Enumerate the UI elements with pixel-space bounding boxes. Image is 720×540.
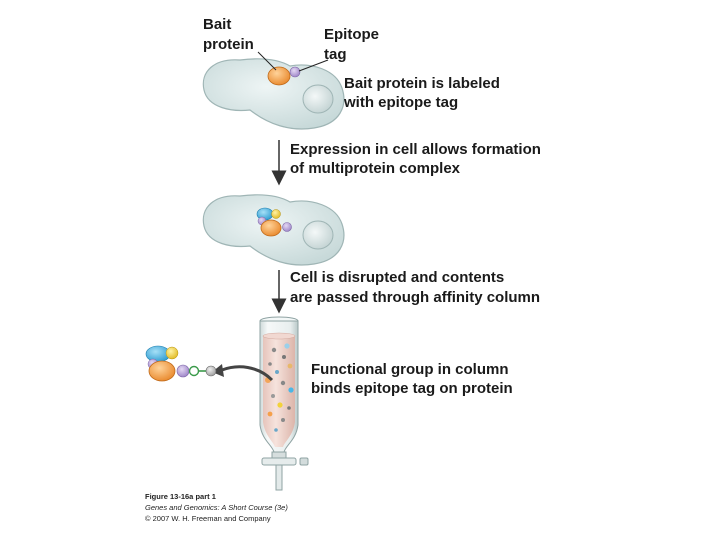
epitope-tag bbox=[176, 364, 190, 378]
step3-label: Cell is disrupted and contents are passe… bbox=[290, 269, 540, 306]
step2-label: Expression in cell allows formation of m… bbox=[290, 141, 545, 177]
particle bbox=[288, 387, 294, 393]
tag-leader-line bbox=[298, 59, 329, 72]
particle bbox=[280, 380, 286, 386]
column-outlet bbox=[275, 464, 283, 491]
step1-label: Bait protein is labeled with epitope tag bbox=[343, 75, 504, 111]
cell-membrane bbox=[202, 58, 345, 130]
cell-1 bbox=[202, 58, 345, 130]
partner-protein-yellow bbox=[271, 209, 281, 219]
bait-protein-label: Bait protein bbox=[203, 16, 254, 53]
affinity-column bbox=[259, 316, 309, 491]
bound-complex bbox=[145, 345, 217, 382]
liquid-surface bbox=[262, 332, 296, 340]
cell-2 bbox=[202, 194, 345, 266]
partner-protein-yellow bbox=[165, 346, 179, 360]
bait-protein bbox=[148, 360, 176, 382]
epitope-tag-label: Epitope tag bbox=[324, 26, 383, 63]
copyright: © 2007 W. H. Freeman and Company bbox=[145, 514, 271, 523]
particle bbox=[284, 343, 290, 349]
particle bbox=[287, 363, 293, 369]
particle bbox=[268, 362, 272, 366]
particle bbox=[271, 347, 277, 353]
nucleus bbox=[302, 220, 334, 250]
book-title: Genes and Genomics: A Short Course (3e) bbox=[145, 503, 288, 512]
epitope-tag bbox=[282, 222, 292, 232]
particle bbox=[267, 411, 273, 417]
particle bbox=[281, 418, 285, 422]
epitope-tag bbox=[289, 66, 301, 78]
step4-label: Functional group in column binds epitope… bbox=[311, 361, 513, 397]
functional-group bbox=[188, 365, 200, 377]
particle bbox=[275, 370, 279, 374]
bait-protein bbox=[267, 66, 291, 86]
nucleus bbox=[302, 84, 334, 114]
curved-arrow-head bbox=[212, 364, 224, 377]
stopcock-handle bbox=[261, 457, 297, 466]
particle bbox=[282, 355, 286, 359]
column-bead bbox=[205, 365, 217, 377]
bait-leader-line bbox=[257, 51, 277, 71]
figure-number: Figure 13-16a part 1 bbox=[145, 492, 216, 501]
column-particles bbox=[265, 343, 294, 432]
bait-protein bbox=[260, 219, 282, 237]
particle bbox=[271, 394, 275, 398]
particle bbox=[277, 402, 283, 408]
particle bbox=[287, 406, 291, 410]
stopcock-knob bbox=[299, 457, 309, 466]
particle bbox=[274, 428, 278, 432]
curved-arrow bbox=[221, 365, 274, 382]
